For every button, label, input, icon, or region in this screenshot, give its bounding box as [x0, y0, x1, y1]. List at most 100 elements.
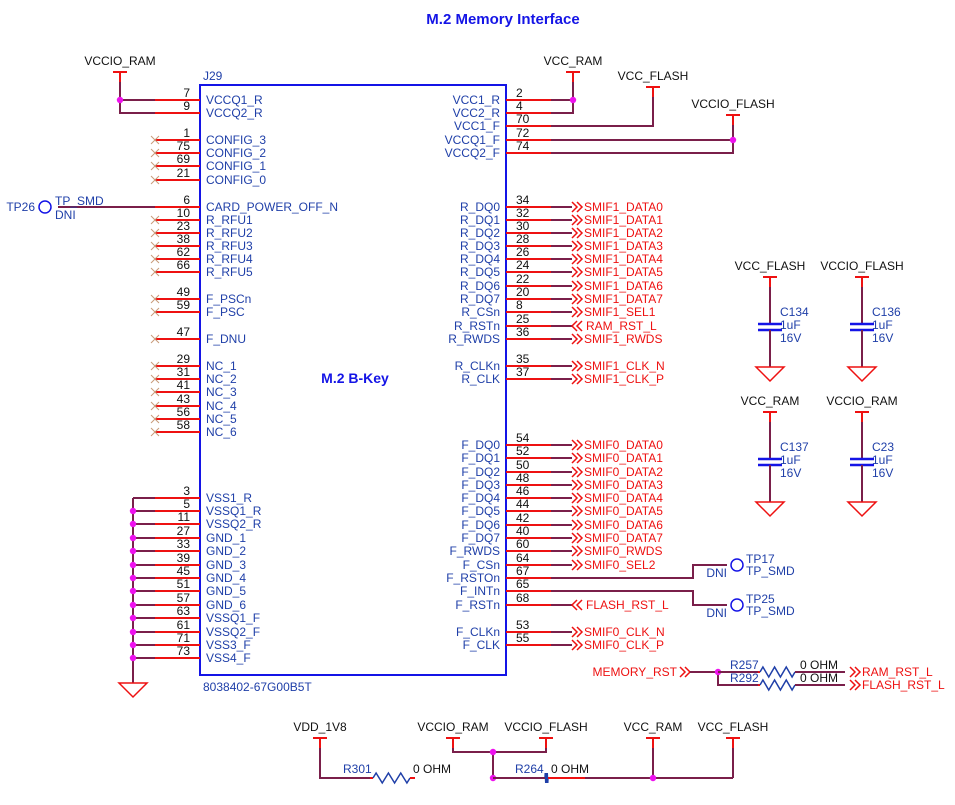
port-smif1-data7[interactable]: SMIF1_DATA7 — [571, 292, 663, 306]
port-smif0-data1[interactable]: SMIF0_DATA1 — [571, 451, 663, 465]
port-smif1-clk-p[interactable]: SMIF1_CLK_P — [571, 372, 664, 386]
pin-right-f-rston[interactable]: 67F_RSTOn — [446, 564, 551, 585]
port-smif0-data0[interactable]: SMIF0_DATA0 — [571, 438, 663, 452]
port-smif1-data3[interactable]: SMIF1_DATA3 — [571, 239, 663, 253]
port-ram-rst-l[interactable]: RAM_RST_L — [849, 665, 933, 679]
port-smif1-data0[interactable]: SMIF1_DATA0 — [571, 200, 663, 214]
port-ram-rst-l[interactable]: RAM_RST_L — [570, 319, 657, 333]
port-smif0-data3[interactable]: SMIF0_DATA3 — [571, 478, 663, 492]
port-smif0-clk-n[interactable]: SMIF0_CLK_N — [571, 625, 665, 639]
port-smif1-sel1[interactable]: SMIF1_SEL1 — [571, 305, 656, 319]
port-smif1-rwds[interactable]: SMIF1_RWDS — [571, 332, 662, 346]
port-smif1-data6[interactable]: SMIF1_DATA6 — [571, 279, 663, 293]
port-smif0-sel2[interactable]: SMIF0_SEL2 — [571, 558, 656, 572]
port-smif0-clk-p[interactable]: SMIF0_CLK_P — [571, 638, 664, 652]
port-smif0-data2[interactable]: SMIF0_DATA2 — [571, 465, 663, 479]
port-smif0-data7[interactable]: SMIF0_DATA7 — [571, 531, 663, 545]
port-flash-rst-l[interactable]: FLASH_RST_L — [570, 598, 669, 612]
port-smif1-clk-n[interactable]: SMIF1_CLK_N — [571, 359, 665, 373]
port-smif1-data1[interactable]: SMIF1_DATA1 — [571, 213, 663, 227]
port-memory-rst[interactable]: MEMORY_RST — [593, 665, 692, 679]
port-flash-rst-l[interactable]: FLASH_RST_L — [849, 678, 945, 692]
pin-right-f-intn[interactable]: 65F_INTn — [460, 577, 551, 598]
port-smif0-data4[interactable]: SMIF0_DATA4 — [571, 491, 663, 505]
port-smif0-data6[interactable]: SMIF0_DATA6 — [571, 518, 663, 532]
port-smif1-data2[interactable]: SMIF1_DATA2 — [571, 226, 663, 240]
port-smif0-data5[interactable]: SMIF0_DATA5 — [571, 504, 663, 518]
port-smif1-data4[interactable]: SMIF1_DATA4 — [571, 252, 663, 266]
